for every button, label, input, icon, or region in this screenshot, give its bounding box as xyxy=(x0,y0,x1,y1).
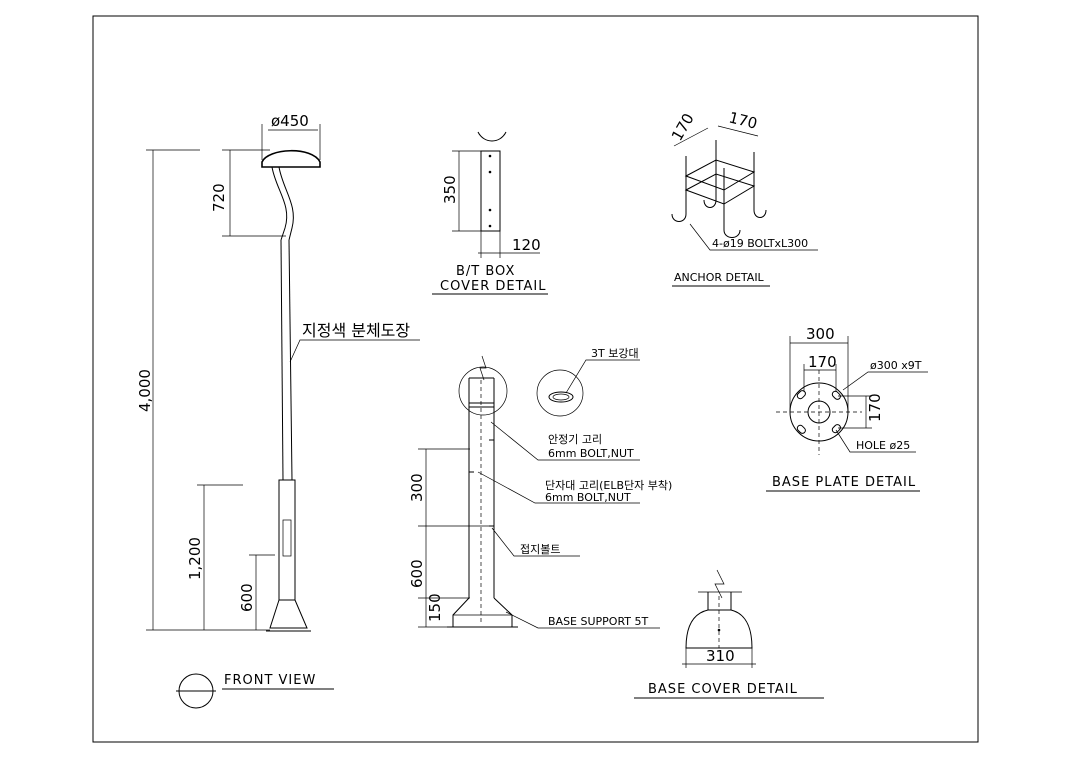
dim-width-label: 310 xyxy=(706,647,735,665)
dim-a-label: 170 xyxy=(668,110,698,144)
hole-leader xyxy=(835,429,916,453)
anchor-title: ANCHOR DETAIL xyxy=(674,271,765,284)
dim-base-label: 600 xyxy=(238,583,256,612)
dim-vertical-label: 170 xyxy=(866,393,884,422)
dim-arm-label: 720 xyxy=(210,183,228,212)
anchor-bolt xyxy=(703,140,717,208)
anchor-bolt xyxy=(671,156,687,222)
dim-150-label: 150 xyxy=(426,593,444,622)
pole-door xyxy=(282,519,292,557)
dim-diameter-label: ø450 xyxy=(271,112,309,130)
support-leader xyxy=(505,611,660,629)
pole-base xyxy=(269,599,308,629)
dim-total-label: 4,000 xyxy=(136,369,154,412)
bolt-note: 4-ø19 BOLTxL300 xyxy=(712,237,808,250)
lamp-arm-inner xyxy=(278,166,294,241)
front-view-title: FRONT VIEW xyxy=(224,673,316,688)
dim-width-label: 120 xyxy=(512,236,541,254)
dim-600-label: 600 xyxy=(408,559,426,588)
finish-leader xyxy=(289,339,420,363)
screw xyxy=(717,628,721,632)
base-plate-title: BASE PLATE DETAIL xyxy=(772,475,916,490)
ballast-note-2: 6mm BOLT,NUT xyxy=(548,447,634,460)
support-note: BASE SUPPORT 5T xyxy=(548,615,649,628)
terminal-note-1: 단자대 고리(ELB단자 부착) xyxy=(545,479,672,492)
front-view: ø450 720 4,000 1,200 600 지정색 분체도장 FRONT … xyxy=(136,112,420,709)
dim-300-label: 300 xyxy=(408,473,426,502)
hole-note: HOLE ø25 xyxy=(856,439,910,452)
detail-circle xyxy=(458,366,508,416)
slot-hole xyxy=(796,390,806,400)
slot-hole xyxy=(796,424,806,434)
slot-hole xyxy=(831,390,841,400)
screw xyxy=(488,154,492,158)
pole-lower-body xyxy=(278,479,296,601)
screw xyxy=(488,224,492,228)
ground-leader xyxy=(491,527,580,557)
base-cover-detail: 310 BASE COVER DETAIL xyxy=(634,569,824,699)
reinforce-band xyxy=(468,402,495,408)
screw xyxy=(488,208,492,212)
plate-note: ø300 x9T xyxy=(870,359,922,372)
bt-box-title-line2: COVER DETAIL xyxy=(440,279,546,294)
base-cover-title: BASE COVER DETAIL xyxy=(648,682,798,697)
screw xyxy=(488,170,492,174)
cover-curve xyxy=(477,131,507,142)
inset-circle xyxy=(536,369,584,417)
bt-box-detail: 350 120 B/T BOX COVER DETAIL xyxy=(432,131,548,295)
base-support xyxy=(452,597,513,628)
anchor-bolt xyxy=(753,152,767,218)
reinforce-note: 3T 보강대 xyxy=(591,347,639,360)
dim-outer-label: 300 xyxy=(806,325,835,343)
sheet-border xyxy=(92,15,979,743)
terminal-leader xyxy=(477,471,640,504)
dim-lower-label: 1,200 xyxy=(186,537,204,580)
lamp-arm xyxy=(271,166,288,241)
break-symbol xyxy=(714,569,725,599)
dim-height-label: 350 xyxy=(441,175,459,204)
reinforce-leader xyxy=(565,359,640,394)
ground-note: 접지볼트 xyxy=(520,543,560,556)
bt-box-title-line1: B/T BOX xyxy=(456,264,515,279)
slot-hole xyxy=(831,424,841,434)
terminal-note-2: 6mm BOLT,NUT xyxy=(545,491,631,504)
break-symbol xyxy=(479,355,487,381)
pole-shaft-right xyxy=(288,239,293,481)
dim-line-a xyxy=(673,127,709,147)
anchor-detail: 170 170 4-ø19 BOLTxL300 ANCHOR DETAIL xyxy=(668,108,818,287)
base-plate-detail: 300 170 170 ø300 x9T HOLE ø25 BASE PLATE… xyxy=(766,325,928,492)
dim-line-b xyxy=(717,125,759,137)
section-detail: 3T 보강대 안정기 고리 6mm BOLT,NUT 단자대 고리(ELB단자 … xyxy=(408,347,672,629)
dim-inner-label: 170 xyxy=(808,353,837,371)
finish-note: 지정색 분체도장 xyxy=(302,321,410,340)
cover-plate xyxy=(480,150,501,232)
ballast-note-1: 안정기 고리 xyxy=(548,433,602,446)
anchor-bolt xyxy=(723,168,741,238)
plate-leader xyxy=(842,371,928,391)
lamp-head xyxy=(261,150,321,168)
bolt-leader xyxy=(689,223,818,251)
inset-ring-inner xyxy=(552,393,570,401)
pole-shaft-left xyxy=(280,239,284,481)
ballast-leader xyxy=(490,421,640,461)
inset-ring xyxy=(548,391,574,403)
